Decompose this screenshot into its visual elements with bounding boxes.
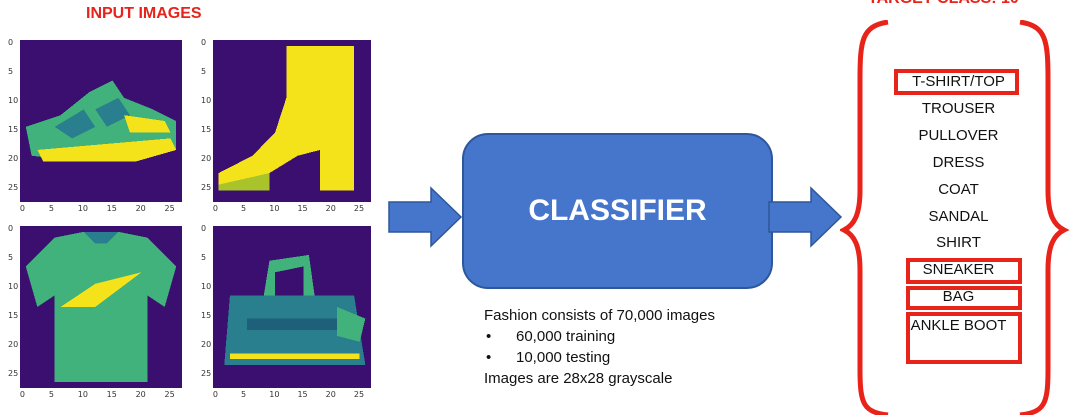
- x-tick-label: 25: [353, 204, 365, 213]
- target-class-title: TARGET CLASS: 10: [868, 0, 1019, 8]
- arrow-to-classes-icon: [768, 186, 843, 248]
- x-tick-label: 20: [325, 390, 336, 399]
- y-tick-label: 5: [8, 252, 14, 262]
- sneaker-image: [20, 40, 182, 202]
- y-tick-label: 15: [8, 310, 19, 320]
- x-tick-label: 10: [269, 390, 280, 399]
- class-item: BAG: [942, 288, 975, 305]
- y-tick-label: 15: [201, 310, 212, 320]
- facts-bullet-text: 10,000 testing: [516, 349, 611, 366]
- curly-braces-icon: [840, 20, 1070, 415]
- class-item: SANDAL: [928, 208, 989, 225]
- highlight-box-tshirt: [894, 69, 1019, 95]
- y-tick-label: 15: [201, 124, 212, 134]
- class-item: SNEAKER: [922, 261, 995, 278]
- x-tick-label: 0: [212, 390, 218, 399]
- highlight-box-ankle-boot: [906, 312, 1022, 364]
- y-tick-label: 25: [201, 182, 212, 192]
- y-tick-label: 25: [8, 182, 19, 192]
- y-tick-label: 25: [201, 368, 212, 378]
- class-item: PULLOVER: [918, 127, 999, 144]
- y-tick-label: 5: [201, 252, 207, 262]
- x-tick-label: 15: [297, 390, 308, 399]
- x-tick-label: 10: [269, 204, 280, 213]
- boot-image: [213, 40, 371, 202]
- y-tick-label: 20: [8, 339, 19, 349]
- arrow-to-classifier-icon: [388, 186, 463, 248]
- y-tick-label: 15: [8, 124, 19, 134]
- x-tick-label: 5: [48, 390, 54, 399]
- shirt-image: [20, 226, 182, 388]
- y-tick-label: 10: [201, 281, 212, 291]
- y-tick-label: 0: [8, 37, 14, 47]
- bag-image: [213, 226, 371, 388]
- class-item: TROUSER: [921, 100, 996, 117]
- class-item: SHIRT: [936, 234, 981, 251]
- classifier-box: CLASSIFIER: [462, 133, 773, 289]
- facts-bullet: •10,000 testing: [486, 349, 611, 366]
- x-tick-label: 0: [19, 204, 25, 213]
- y-tick-label: 20: [201, 339, 212, 349]
- x-tick-label: 15: [106, 390, 117, 399]
- y-tick-label: 10: [8, 95, 19, 105]
- highlight-box-sneaker: [906, 258, 1022, 284]
- dataset-facts: Fashion consists of 70,000 images •60,00…: [484, 305, 715, 389]
- y-tick-label: 20: [8, 153, 19, 163]
- class-item: COAT: [938, 181, 979, 198]
- facts-heading: Fashion consists of 70,000 images: [484, 307, 715, 324]
- x-tick-label: 10: [77, 204, 88, 213]
- x-tick-label: 5: [241, 204, 247, 213]
- x-tick-label: 25: [164, 390, 175, 399]
- x-tick-label: 0: [19, 390, 25, 399]
- highlight-box-bag: [906, 286, 1022, 310]
- class-item: DRESS: [932, 154, 985, 171]
- class-item: T-SHIRT/TOP: [912, 73, 1005, 90]
- x-tick-label: 20: [135, 390, 146, 399]
- y-tick-label: 5: [8, 66, 14, 76]
- facts-footer: Images are 28x28 grayscale: [484, 370, 673, 387]
- x-tick-label: 5: [241, 390, 247, 399]
- y-tick-label: 20: [201, 153, 212, 163]
- x-tick-label: 25: [353, 390, 365, 399]
- class-item: ANKLE BOOT: [910, 317, 1007, 334]
- x-tick-label: 15: [106, 204, 117, 213]
- input-images-title: INPUT IMAGES: [86, 5, 202, 22]
- y-tick-label: 0: [201, 37, 207, 47]
- x-tick-label: 15: [297, 204, 308, 213]
- y-tick-label: 10: [201, 95, 212, 105]
- y-tick-label: 25: [8, 368, 19, 378]
- facts-bullet-text: 60,000 training: [516, 328, 616, 345]
- y-tick-label: 0: [201, 223, 207, 233]
- x-tick-label: 25: [164, 204, 175, 213]
- x-tick-label: 5: [48, 204, 54, 213]
- x-tick-label: 20: [325, 204, 336, 213]
- y-tick-label: 0: [8, 223, 14, 233]
- x-tick-label: 20: [135, 204, 146, 213]
- classifier-label: CLASSIFIER: [528, 194, 707, 227]
- y-tick-label: 5: [201, 66, 207, 76]
- facts-bullet: •60,000 training: [486, 328, 616, 345]
- x-tick-label: 0: [212, 204, 218, 213]
- y-tick-label: 10: [8, 281, 19, 291]
- x-tick-label: 10: [77, 390, 88, 399]
